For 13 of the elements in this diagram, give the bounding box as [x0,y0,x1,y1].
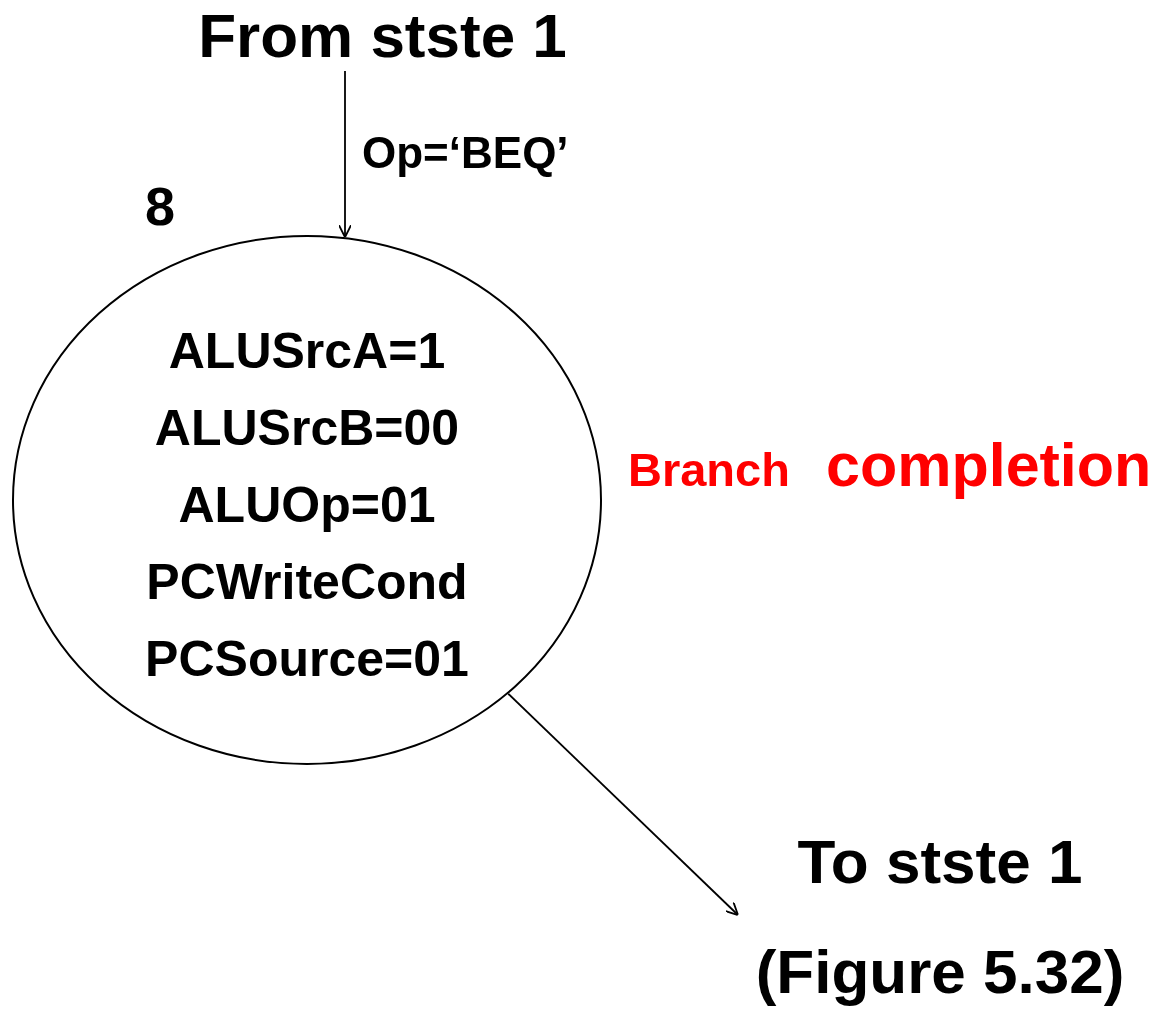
annotation-text: completion [826,430,1152,500]
state-label: To stste 1 [796,826,1084,897]
figure-reference: (Figure 5.32) [754,936,1126,1007]
control-signal: PCWriteCond [145,553,469,611]
control-signal: ALUOp=01 [177,476,437,534]
arrow [338,70,352,239]
arrow [507,692,739,916]
control-signal: PCSource=01 [144,630,470,688]
control-signal: ALUSrcB=00 [153,399,461,457]
state-label: From stste 1 [197,0,568,71]
annotation-text: Branch [628,442,790,497]
state-number: 8 [143,175,176,237]
control-signal: ALUSrcA=1 [167,322,447,380]
